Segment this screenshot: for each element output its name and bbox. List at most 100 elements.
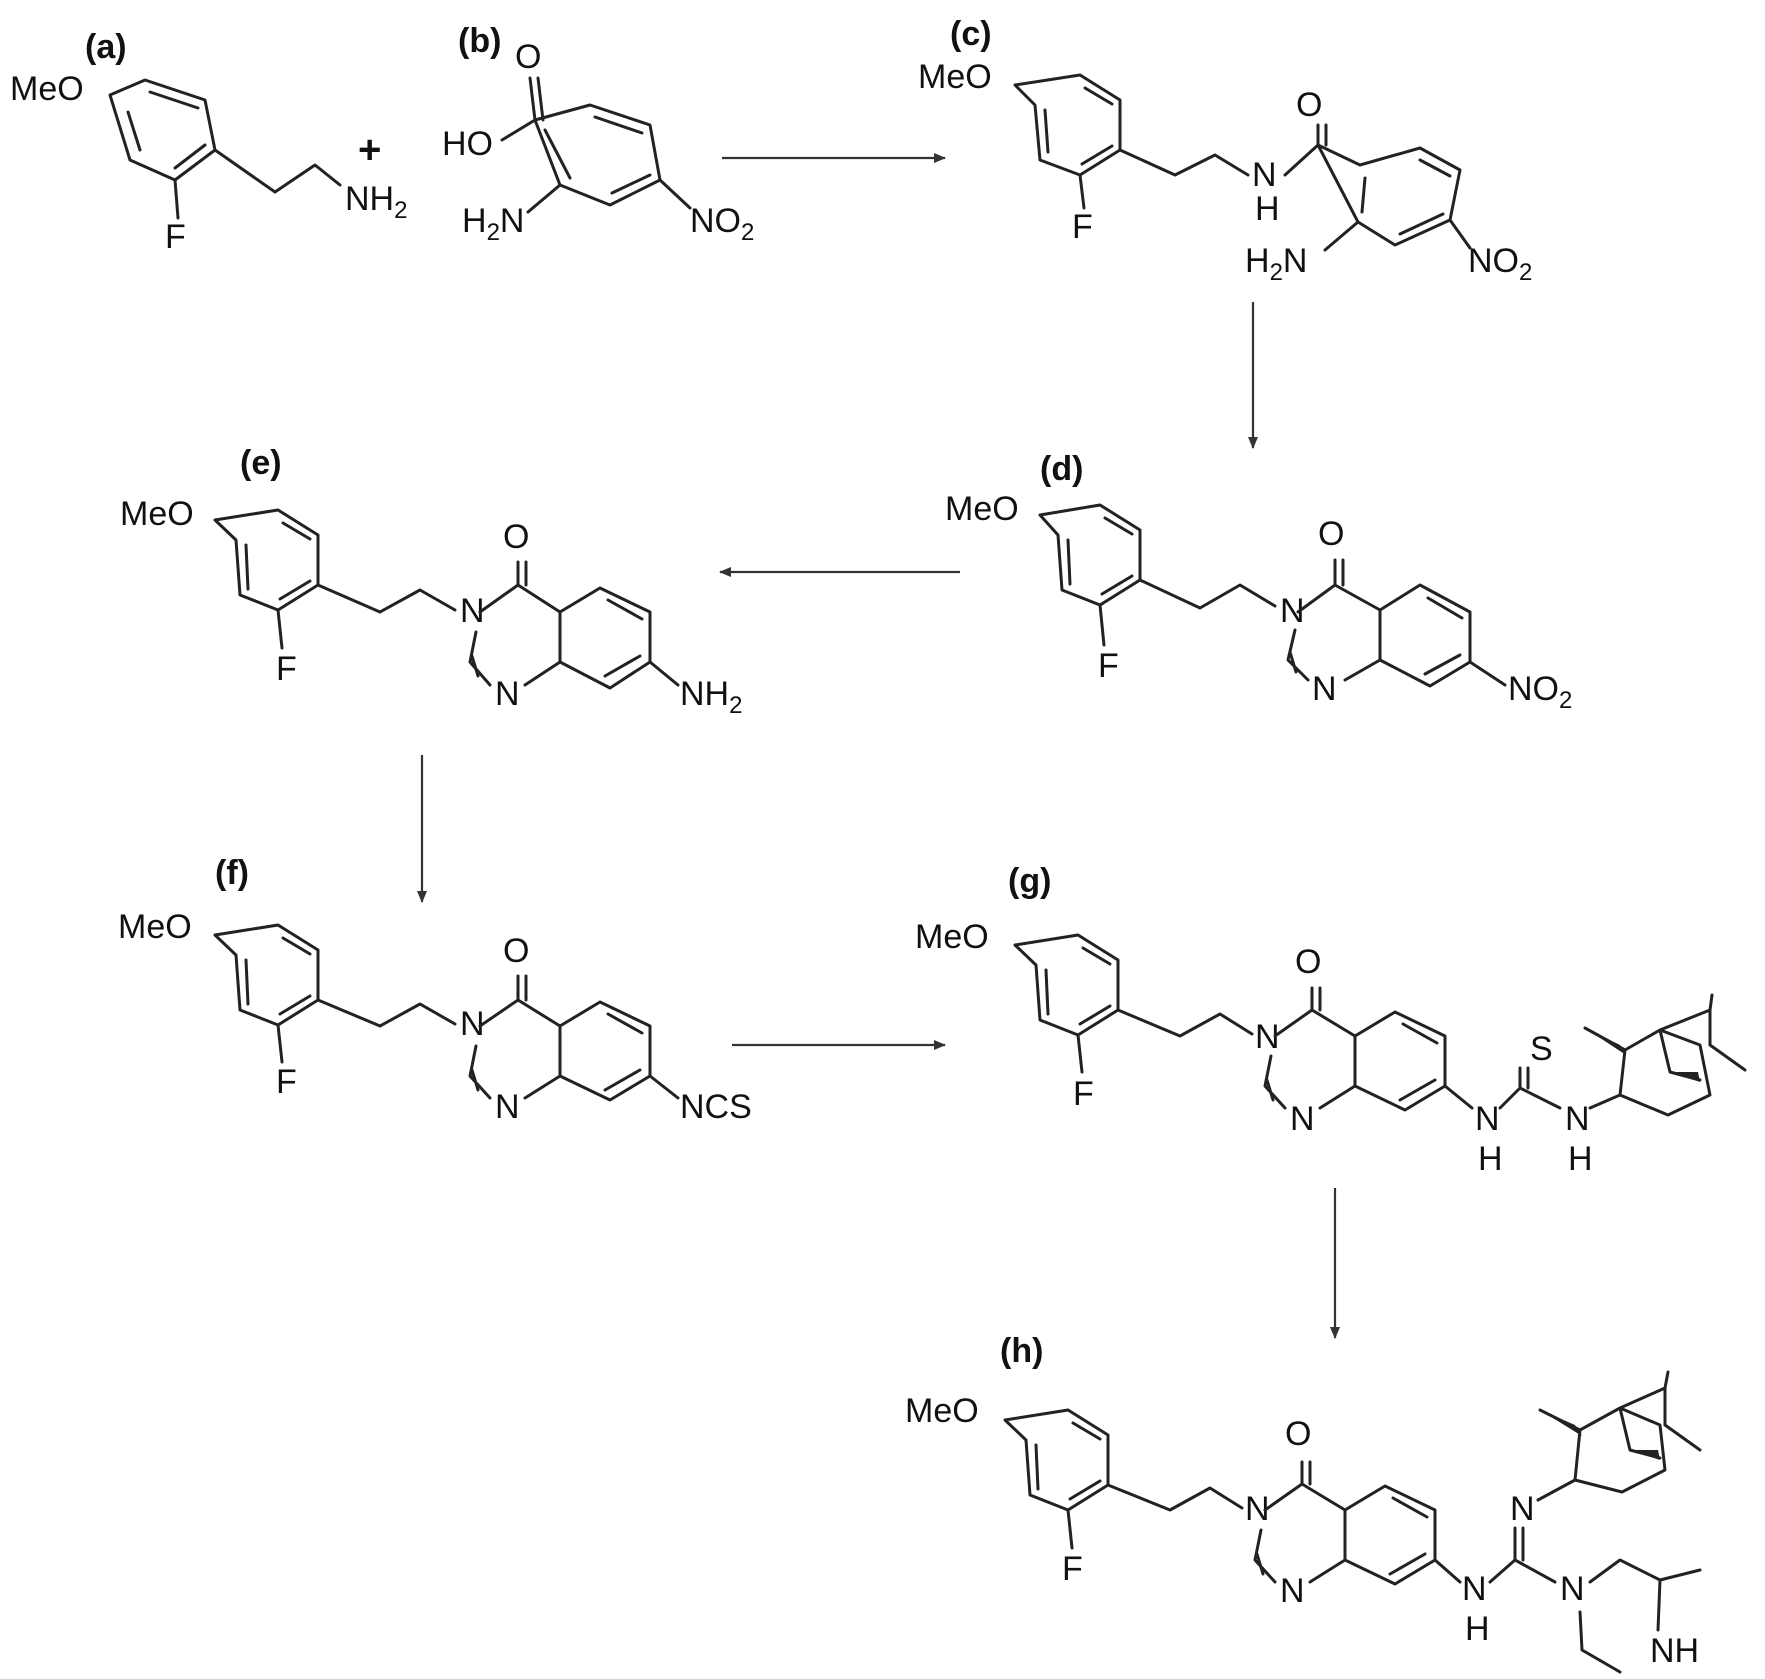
amide-hydrogen: H xyxy=(1255,190,1280,228)
thiourea-bonds-g xyxy=(1445,1068,1560,1108)
ethyl-amide-chain-c xyxy=(1120,125,1326,175)
quinazolinone-n1: N xyxy=(495,1088,520,1126)
ethyl-chain-h xyxy=(1108,1485,1242,1510)
compound-c: (c) MeO F N H O H2N NO2 xyxy=(918,15,1532,286)
fluorine-atom: F xyxy=(1072,208,1093,246)
guanidine-imine-nitrogen: N xyxy=(1510,1490,1535,1528)
wedge-bond-methyl-h xyxy=(1540,1410,1582,1436)
quinazolinone-rings-g xyxy=(1265,988,1445,1110)
quinazolinone-rings-h xyxy=(1255,1462,1435,1584)
compound-e: (e) MeO F O N N NH2 xyxy=(120,444,742,719)
fluoro-bond-e xyxy=(278,610,282,648)
compound-label-a: (a) xyxy=(85,28,127,66)
plus-sign: + xyxy=(358,128,381,172)
amine-group: NH2 xyxy=(345,180,407,224)
quinazolinone-n1: N xyxy=(1312,670,1337,708)
nitro-group: NO2 xyxy=(690,202,754,246)
guanidine-nh-hydrogen: H xyxy=(1465,1610,1490,1648)
piperazine-nitrogen: N xyxy=(1560,1570,1585,1608)
quinazolinone-rings-e xyxy=(470,562,650,688)
thiourea-nitrogen-a: N xyxy=(1475,1100,1500,1138)
compound-a: (a) MeO F + NH2 xyxy=(10,28,407,256)
ethyl-chain-f xyxy=(318,1000,455,1026)
methoxy-group: MeO xyxy=(945,490,1019,528)
pinane-scaffold-g xyxy=(1585,995,1745,1115)
wedge-bond-bridge-g xyxy=(1670,1072,1700,1082)
compound-g: (g) MeO F O N N S N H N H xyxy=(915,862,1745,1178)
thiourea-hydrogen-b: H xyxy=(1568,1140,1593,1178)
compound-h: (h) MeO F O N N N N H N NH xyxy=(905,1332,1700,1672)
compound-b: (b) O HO H2N NO2 xyxy=(442,22,754,246)
fluorine-atom: F xyxy=(1098,647,1119,685)
nitro-group: NO2 xyxy=(1468,242,1532,286)
compound-f: (f) MeO F O N N NCS xyxy=(118,854,752,1126)
quinazolinone-n1: N xyxy=(1280,1572,1305,1610)
thiourea-nitrogen-b: N xyxy=(1565,1100,1590,1138)
quinazolinone-n1: N xyxy=(1290,1100,1315,1138)
quinazolinone-n1: N xyxy=(495,675,520,713)
amide-nitrogen: N xyxy=(1252,156,1277,194)
isothiocyanate-group: NCS xyxy=(680,1088,752,1126)
methoxy-group: MeO xyxy=(10,70,84,108)
nitro-group: NO2 xyxy=(1508,670,1572,714)
benzene-ring-h1 xyxy=(1005,1410,1108,1510)
fluoro-bond-h xyxy=(1068,1510,1072,1548)
thiocarbonyl-sulfur: S xyxy=(1530,1030,1553,1068)
amino-group: H2N xyxy=(1245,242,1307,286)
amino-group: NH2 xyxy=(680,675,742,719)
methoxy-group: MeO xyxy=(905,1392,979,1430)
carbonyl-oxygen: O xyxy=(1285,1415,1311,1453)
carbonyl-oxygen: O xyxy=(1295,943,1321,981)
compound-label-c: (c) xyxy=(950,15,992,53)
benzene-ring-g1 xyxy=(1015,935,1118,1035)
benzene-ring-e1 xyxy=(215,510,318,610)
carbonyl-oxygen: O xyxy=(1318,515,1344,553)
compound-label-f: (f) xyxy=(215,854,249,892)
ethyl-chain-a xyxy=(215,150,340,192)
compound-label-d: (d) xyxy=(1040,450,1083,488)
carbonyl-oxygen: O xyxy=(515,38,541,76)
benzene-ring-c1 xyxy=(1015,75,1120,175)
wedge-bond-bridge-h xyxy=(1630,1450,1660,1460)
ethyl-chain-d xyxy=(1140,580,1275,608)
thiourea-hydrogen-a: H xyxy=(1478,1140,1503,1178)
amino-group: H2N xyxy=(462,202,524,246)
amino-bond-e xyxy=(650,662,678,685)
carboxyl-bonds-b xyxy=(502,78,543,140)
carbonyl-oxygen: O xyxy=(1296,86,1322,124)
fluorine-atom: F xyxy=(276,1063,297,1101)
compound-d: (d) MeO F O N N NO2 xyxy=(945,450,1572,714)
amino-bond-b xyxy=(528,185,560,212)
fluoro-bond-d xyxy=(1100,605,1104,645)
ethyl-chain-g xyxy=(1118,1010,1252,1036)
fluoro-bond-c xyxy=(1080,175,1084,208)
guanidine-bonds-h xyxy=(1435,1528,1555,1582)
benzene-ring-a xyxy=(110,80,215,180)
fluoro-bond-f xyxy=(278,1025,282,1062)
compound-label-h: (h) xyxy=(1000,1332,1043,1370)
fluorine-atom: F xyxy=(1062,1550,1083,1588)
ethyl-chain-e xyxy=(318,585,455,612)
nitro-bond-d xyxy=(1470,662,1505,685)
methoxy-group: MeO xyxy=(118,908,192,946)
quinazolinone-rings-d xyxy=(1288,560,1470,686)
benzene-ring-d1 xyxy=(1040,505,1140,605)
methoxy-group: MeO xyxy=(918,58,992,96)
fluorine-atom: F xyxy=(1073,1075,1094,1113)
benzene-ring-c2 xyxy=(1318,145,1460,245)
quinazolinone-rings-f xyxy=(470,976,650,1100)
nitro-bond-c xyxy=(1450,220,1470,248)
piperazine-nh: NH xyxy=(1650,1632,1699,1670)
benzene-ring-f1 xyxy=(215,925,318,1025)
fluoro-bond-g xyxy=(1078,1035,1082,1072)
hydroxyl-group: HO xyxy=(442,125,493,163)
compound-label-e: (e) xyxy=(240,444,282,482)
carbonyl-oxygen: O xyxy=(503,518,529,556)
fluoro-bond-a xyxy=(175,180,178,218)
methoxy-group: MeO xyxy=(120,495,194,533)
compound-label-g: (g) xyxy=(1008,862,1051,900)
amino-bond-c xyxy=(1325,222,1358,250)
methoxy-group: MeO xyxy=(915,918,989,956)
guanidine-nh-nitrogen: N xyxy=(1462,1570,1487,1608)
isothiocyanate-bond-f xyxy=(650,1076,678,1098)
